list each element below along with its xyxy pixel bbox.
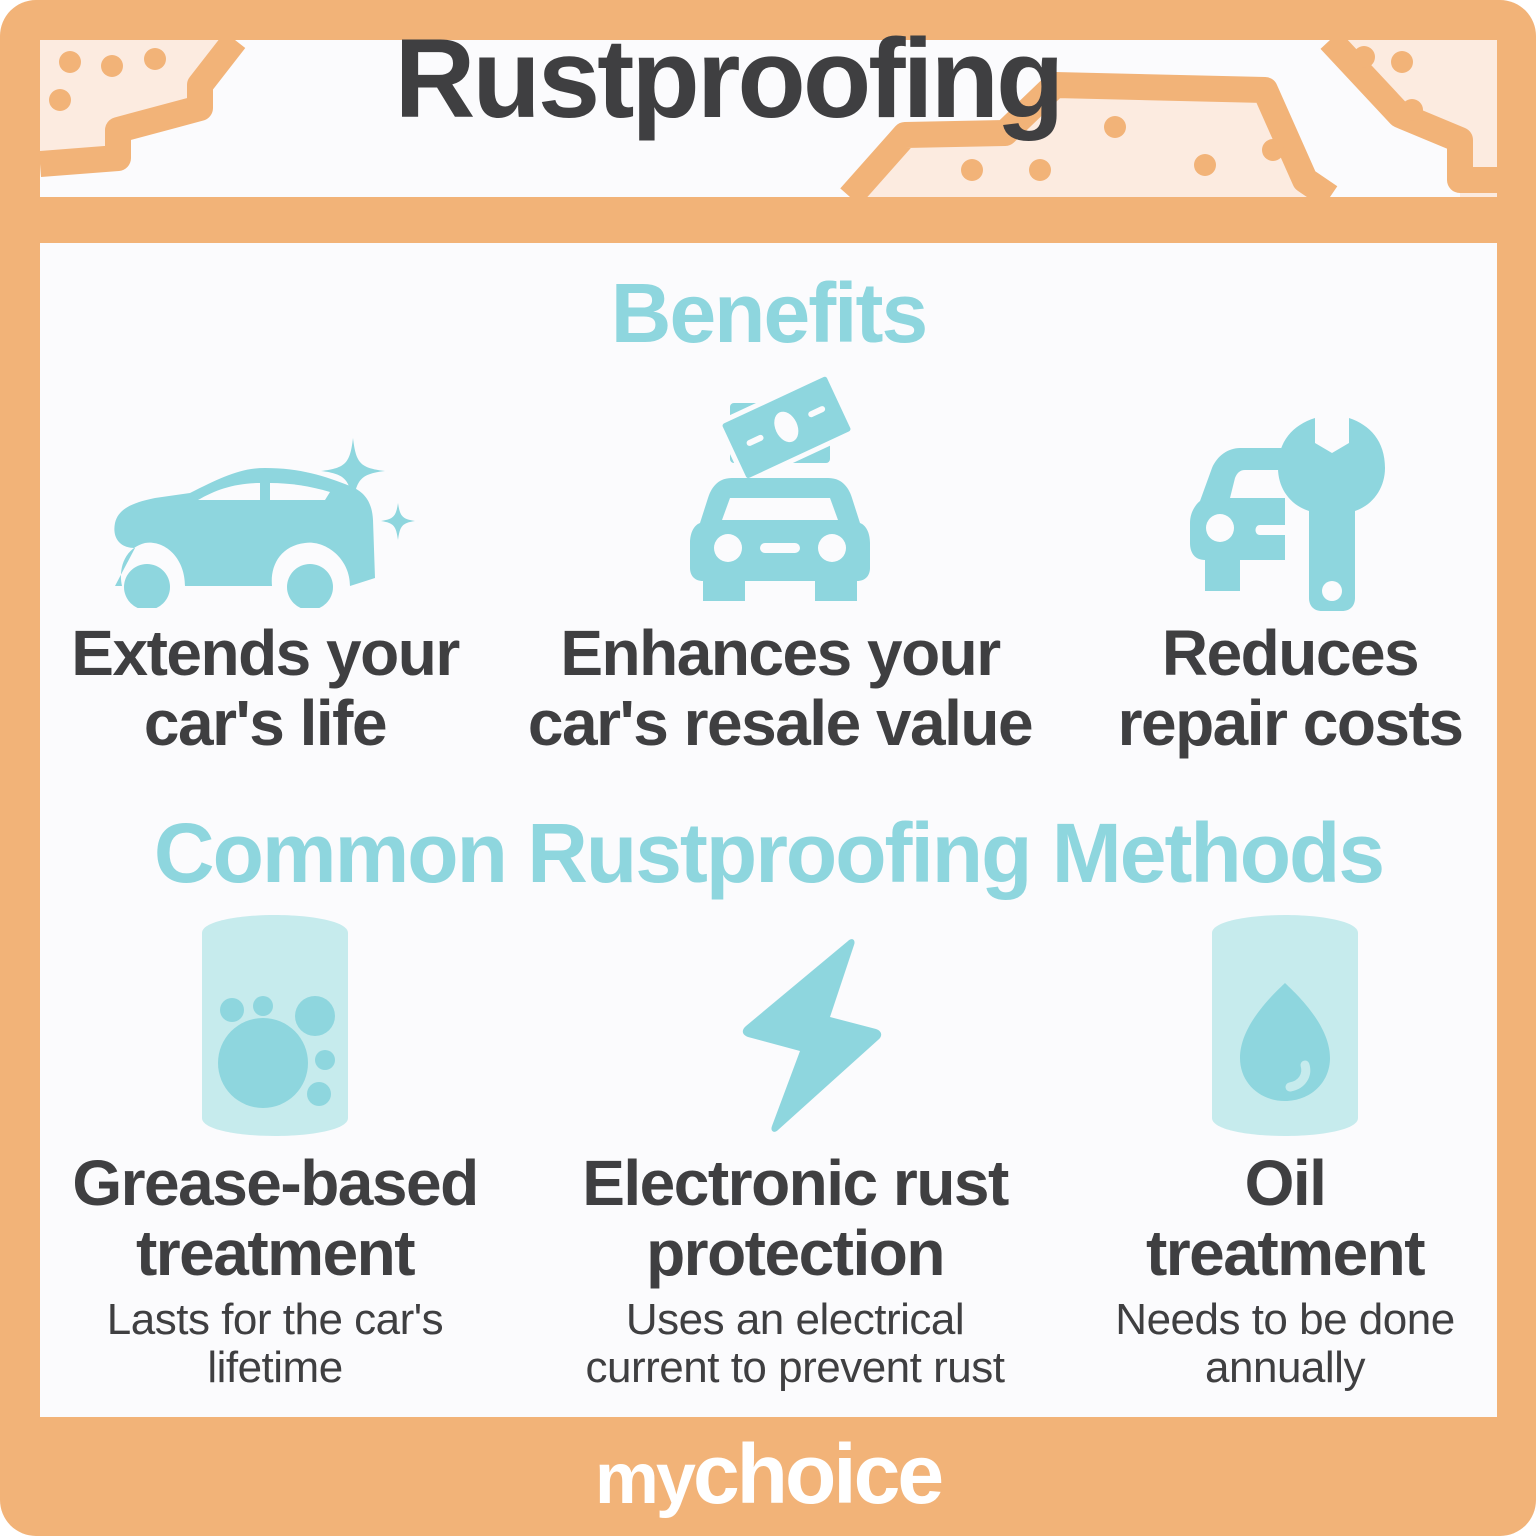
car-sparkle-icon — [110, 428, 430, 610]
method-description: Needs to be done annually — [1115, 1295, 1455, 1392]
page-title: Rustproofing — [394, 16, 1065, 141]
method-description: Uses an electrical current to prevent ru… — [585, 1295, 1005, 1392]
benefit-label: Enhances your car's resale value — [527, 617, 1034, 759]
grease-barrel-icon — [200, 913, 350, 1138]
mychoice-logo: mychoice — [0, 1424, 1536, 1529]
benefit-label: Reduces repair costs — [1117, 617, 1464, 759]
car-wrench-icon — [1190, 413, 1390, 613]
benefit-label: Extends your car's life — [71, 617, 460, 759]
logo-choice: choice — [692, 1427, 944, 1521]
logo-my: my — [594, 1439, 696, 1519]
car-money-icon — [690, 363, 870, 608]
rust-decoration — [40, 40, 1497, 197]
header-panel — [40, 40, 1497, 197]
methods-heading: Common Rustproofing Methods — [153, 806, 1385, 900]
method-description: Lasts for the car's lifetime — [106, 1295, 444, 1392]
oil-barrel-icon — [1210, 913, 1360, 1138]
method-title: Grease-based treatment — [72, 1147, 479, 1289]
main-panel: Benefits Extends your car's life — [40, 243, 1497, 1417]
method-title: Oil treatment — [1145, 1147, 1426, 1289]
benefits-heading: Benefits — [610, 266, 928, 360]
lightning-bolt-icon — [740, 933, 885, 1138]
method-title: Electronic rust protection — [582, 1147, 1009, 1289]
